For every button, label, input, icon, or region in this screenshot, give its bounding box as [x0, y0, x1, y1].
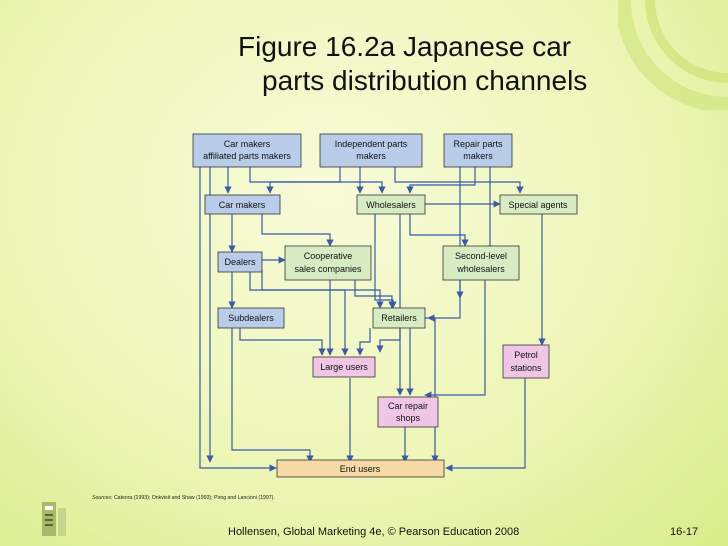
node-car-makers: Car makers — [204, 194, 281, 215]
node-repair-parts: Repair parts makers — [443, 133, 513, 168]
sources-label: Sources: — [92, 495, 113, 501]
node-retailers: Retailers — [372, 307, 426, 329]
connector-lines — [199, 167, 546, 472]
node-wholesalers: Wholesalers — [356, 194, 426, 215]
node-dealers: Dealers — [217, 251, 263, 273]
sources-text: Cateora (1993); Onkvisit and Shaw (1993)… — [113, 495, 275, 501]
node-second-level: Second-level wholesalers — [442, 245, 520, 281]
node-label: shops — [396, 413, 421, 423]
node-label: Special agents — [508, 200, 568, 210]
node-subdealers: Subdealers — [217, 307, 285, 329]
publisher-logo — [40, 500, 70, 538]
node-label: Car repair — [388, 401, 428, 411]
node-car-repair: Car repair shops — [377, 396, 439, 428]
node-label: makers — [463, 151, 493, 161]
title-line-1: Figure 16.2a Japanese car — [238, 31, 572, 62]
node-label: Independent parts — [335, 139, 408, 149]
node-label: stations — [510, 363, 542, 373]
node-large-users: Large users — [312, 356, 376, 378]
node-petrol: Petrol stations — [502, 344, 550, 379]
node-label: Repair parts — [453, 139, 503, 149]
node-label: Dealers — [224, 257, 256, 267]
node-label: Cooperative — [304, 251, 353, 261]
node-label: Large users — [320, 362, 368, 372]
node-label: Car makers — [224, 139, 271, 149]
node-label: affiliated parts makers — [203, 151, 291, 161]
node-label: Subdealers — [228, 313, 274, 323]
node-label: Retailers — [381, 313, 417, 323]
node-label: Wholesalers — [366, 200, 416, 210]
node-end-users: End users — [276, 459, 445, 478]
node-independent-parts: Independent parts makers — [319, 133, 423, 168]
node-special-agents: Special agents — [499, 194, 578, 215]
slide-title: Figure 16.2a Japanese car parts distribu… — [238, 30, 708, 98]
node-label: Car makers — [219, 200, 266, 210]
node-label: wholesalers — [456, 264, 505, 274]
node-car-makers-affiliated: Car makers affiliated parts makers — [192, 133, 302, 168]
page-number: 16-17 — [670, 526, 699, 538]
sources-note: Sources: Cateora (1993); Onkvisit and Sh… — [92, 495, 275, 501]
node-label: End users — [340, 464, 381, 474]
footer-credit: Hollensen, Global Marketing 4e, © Pearso… — [228, 526, 520, 538]
node-label: Petrol — [514, 350, 538, 360]
node-label: sales companies — [294, 264, 362, 274]
node-cooperative: Cooperative sales companies — [284, 245, 372, 281]
node-label: Second-level — [455, 251, 507, 261]
title-line-2: parts distribution channels — [262, 65, 588, 96]
node-label: makers — [356, 151, 386, 161]
